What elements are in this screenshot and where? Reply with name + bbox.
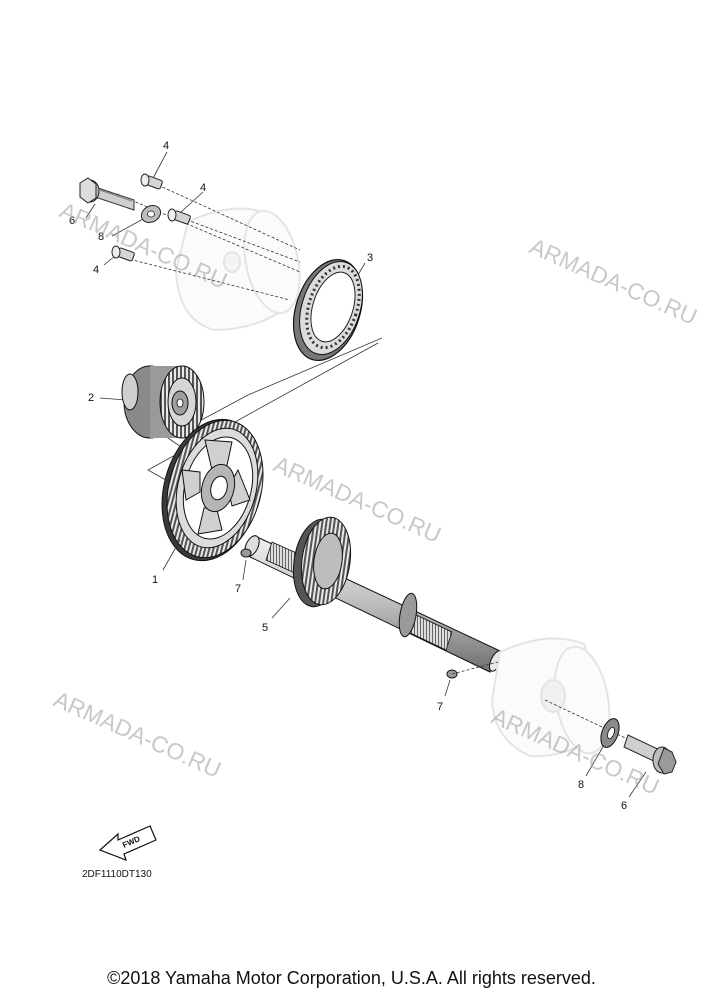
washer-bottom — [600, 718, 620, 748]
watermark: ARMADA-CO.RU — [526, 233, 701, 330]
bearing-retainer — [292, 258, 364, 362]
ghost-housing-top — [174, 207, 301, 332]
callout-6-bottom: 6 — [621, 800, 627, 812]
fwd-arrow-icon: FWD — [98, 825, 157, 862]
gear-assembly — [121, 365, 205, 439]
callout-3: 3 — [367, 252, 373, 264]
watermark: ARMADA-CO.RU — [270, 451, 445, 548]
callout-8-top: 8 — [98, 231, 104, 243]
copyright-notice: ©2018 Yamaha Motor Corporation, U.S.A. A… — [107, 968, 596, 988]
screw-lower — [111, 245, 135, 262]
large-gear — [161, 418, 264, 562]
callout-4-lower: 4 — [93, 264, 99, 276]
flange-bolt-top — [79, 177, 135, 211]
diagram-code: 2DF1110DT130 — [82, 869, 152, 880]
callout-1: 1 — [152, 574, 158, 586]
output-shaft — [244, 516, 503, 673]
flange-bolt-bottom — [623, 734, 677, 775]
watermark: ARMADA-CO.RU — [50, 686, 225, 783]
callout-labels: 4 4 4 6 8 3 2 1 7 5 7 8 6 — [69, 140, 627, 812]
callout-7-lower: 7 — [437, 701, 443, 713]
callout-4-middle: 4 — [200, 182, 206, 194]
ghost-housing-bottom — [490, 637, 611, 758]
screw-top — [140, 173, 163, 190]
washer-top — [140, 204, 162, 224]
callout-5: 5 — [262, 622, 268, 634]
callout-8-bottom: 8 — [578, 779, 584, 791]
callout-2: 2 — [88, 392, 94, 404]
callout-4-top: 4 — [163, 140, 169, 152]
callout-6-top: 6 — [69, 215, 75, 227]
callout-7-upper: 7 — [235, 583, 241, 595]
screw-middle — [167, 208, 191, 225]
dowel-pin-upper — [240, 548, 252, 558]
leader-lines-bottom — [162, 539, 647, 798]
